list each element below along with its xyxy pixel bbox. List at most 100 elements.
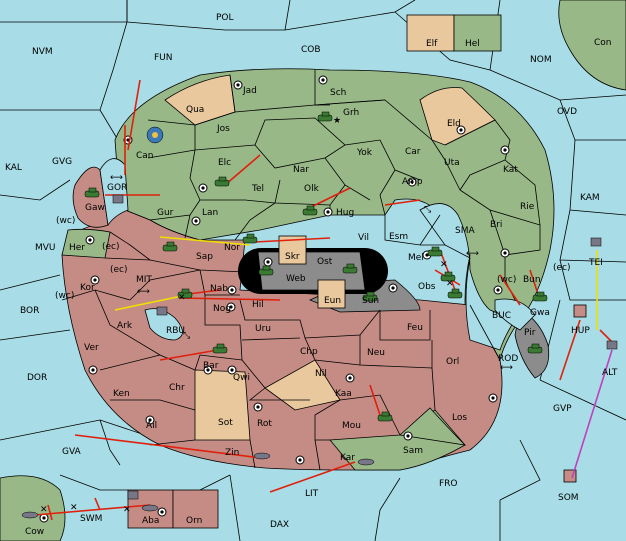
sea-gor[interactable] bbox=[99, 158, 129, 227]
ship-icon bbox=[590, 237, 602, 247]
sea-label-4: NOM bbox=[530, 55, 552, 65]
province-label-ail: Ail bbox=[146, 421, 157, 431]
province-label-mou: Mou bbox=[342, 421, 361, 431]
province-label-yok: Yok bbox=[356, 148, 373, 158]
province-label-ver: Ver bbox=[84, 343, 99, 353]
tank-icon bbox=[242, 233, 258, 244]
sea-label-16: ROD bbox=[498, 354, 518, 364]
ship-icon bbox=[21, 511, 39, 519]
province-label-orl: Orl bbox=[446, 357, 459, 367]
province-con[interactable] bbox=[558, 0, 626, 91]
province-label-los: Los bbox=[452, 413, 467, 423]
province-label-web: Web bbox=[286, 274, 306, 284]
province-label-tel: Tel bbox=[251, 184, 264, 194]
province-label-kaa: Kaa bbox=[335, 389, 352, 399]
tank-icon bbox=[377, 411, 393, 422]
supply-center-icon bbox=[145, 415, 155, 425]
supply-center-icon bbox=[488, 393, 498, 403]
svg-text:⤡: ⤡ bbox=[183, 331, 190, 341]
province-label-vil: Vil bbox=[358, 233, 369, 243]
province-label-qua: Qua bbox=[186, 105, 204, 115]
province-cow[interactable] bbox=[0, 475, 66, 541]
svg-text:✕: ✕ bbox=[40, 505, 48, 515]
sea-label-2: NVM bbox=[32, 47, 53, 57]
province-label-gwa: Gwa bbox=[530, 308, 550, 318]
province-borders bbox=[61, 70, 541, 471]
supply-center-icon bbox=[39, 513, 49, 523]
province-label-con: Con bbox=[594, 38, 612, 48]
supply-center-icon bbox=[263, 257, 273, 267]
supply-center-icon bbox=[226, 302, 236, 312]
province-label-ec3: (ec) bbox=[110, 265, 128, 275]
sea-label-12: MIT bbox=[136, 275, 152, 285]
sea-label-18: GVP bbox=[553, 404, 572, 414]
supply-center-icon bbox=[345, 373, 355, 383]
province-label-sot: Sot bbox=[218, 418, 233, 428]
sea-label-9: MVU bbox=[35, 243, 56, 253]
province-orn[interactable] bbox=[172, 489, 219, 529]
tank-icon bbox=[317, 111, 333, 122]
supply-center-icon bbox=[493, 285, 503, 295]
svg-text:✕: ✕ bbox=[440, 260, 448, 270]
province-label-elf: Elf bbox=[426, 39, 438, 49]
supply-center-icon bbox=[198, 183, 208, 193]
sea-label-6: KAL bbox=[5, 163, 22, 173]
order-failure-marks: ✕ ✕ ✕ ✕ ✕ ✕ bbox=[40, 260, 454, 515]
province-label-aba: Aba bbox=[142, 516, 159, 526]
province-labels: Elf Hel Con Jad Sch Qua Grh Eld Jos Can … bbox=[25, 38, 618, 537]
sea-label-13: RBU bbox=[166, 326, 185, 336]
province-label-kor: Kor bbox=[80, 283, 95, 293]
province-label-sch: Sch bbox=[330, 88, 346, 98]
supply-center-icon bbox=[90, 275, 100, 285]
supply-center-icon bbox=[157, 507, 167, 517]
tank-icon bbox=[427, 246, 443, 257]
tank-icon bbox=[258, 265, 274, 276]
sea-sma[interactable] bbox=[419, 203, 516, 351]
province-label-wc1: (wc) bbox=[56, 216, 75, 226]
province-label-zin: Zin bbox=[225, 448, 239, 458]
province-label-esm: Esm bbox=[389, 232, 408, 242]
svg-text:★: ★ bbox=[333, 116, 341, 126]
province-label-wc2: (wc) bbox=[497, 275, 516, 285]
supply-center-icon bbox=[203, 365, 213, 375]
province-label-elc: Elc bbox=[218, 158, 231, 168]
province-label-nog: Nog bbox=[213, 304, 231, 314]
province-label-orn: Orn bbox=[186, 516, 202, 526]
province-her[interactable] bbox=[61, 228, 111, 259]
province-label-hup: HUP bbox=[571, 326, 590, 336]
province-label-feu: Feu bbox=[407, 323, 423, 333]
province-eun[interactable] bbox=[317, 279, 346, 309]
province-label-eun: Eun bbox=[324, 296, 341, 306]
tank-icon bbox=[302, 205, 318, 216]
sea-label-22: DAX bbox=[270, 520, 289, 530]
province-label-mel: Mel bbox=[408, 253, 424, 263]
province-hel[interactable] bbox=[453, 14, 502, 52]
sea-label-8: KAM bbox=[580, 193, 600, 203]
province-label-sap: Sap bbox=[196, 252, 213, 262]
sea-buc[interactable] bbox=[494, 298, 536, 331]
province-label-uta: Uta bbox=[444, 158, 460, 168]
ship-icon bbox=[156, 306, 168, 316]
sea-label-0: POL bbox=[216, 13, 234, 23]
province-label-qwi: Qwi bbox=[233, 373, 250, 383]
supply-centers bbox=[39, 75, 510, 523]
sea-label-1: COB bbox=[301, 45, 321, 55]
province-label-hug: Hug bbox=[336, 208, 354, 218]
province-label-amp: Amp bbox=[402, 177, 423, 187]
province-label-hil: Hil bbox=[252, 300, 264, 310]
province-label-nar: Nar bbox=[293, 165, 309, 175]
province-hup-box[interactable] bbox=[573, 304, 587, 318]
supply-center-icon bbox=[407, 177, 417, 187]
ship-icon bbox=[606, 340, 618, 350]
svg-text:✕: ✕ bbox=[70, 503, 78, 513]
globe-icon bbox=[146, 126, 164, 144]
supply-center-icon bbox=[191, 216, 201, 226]
tank-icon bbox=[162, 241, 178, 252]
province-label-jad: Jad bbox=[242, 86, 257, 96]
sea-label-5: OVD bbox=[557, 107, 577, 117]
sea-label-17: TEI bbox=[588, 258, 603, 268]
units[interactable]: ★ bbox=[21, 111, 618, 519]
order-arrows bbox=[34, 79, 616, 521]
province-label-ec2: (ec) bbox=[553, 263, 571, 273]
